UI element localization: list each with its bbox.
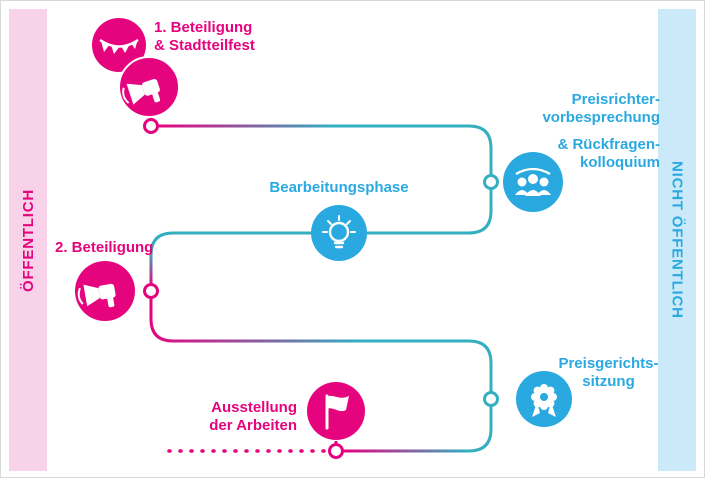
non-public-band: NICHT ÖFFENTLICH <box>658 9 696 471</box>
lightbulb-icon <box>311 205 367 261</box>
non-public-band-label: NICHT ÖFFENTLICH <box>668 161 686 319</box>
garland-icon <box>92 18 146 72</box>
label-jury-briefing-line1: Preisrichter- <box>571 91 660 108</box>
label-participation1-line1: 1. Beteiligung <box>154 19 253 36</box>
label-participation1-line2: & Stadtteilfest <box>154 37 255 54</box>
award-rosette-icon <box>516 371 572 427</box>
label-jury-briefing-line4: kolloquium <box>580 154 660 171</box>
label-jury-session: Preisgerichts- sitzung <box>541 355 676 391</box>
label-jury-session-line1: Preisgerichts- <box>558 355 659 372</box>
connector-step1-to-briefing <box>157 124 493 175</box>
node-jurysession <box>483 391 499 407</box>
milestone-nodes <box>143 118 499 459</box>
public-band: ÖFFENTLICH <box>9 9 47 471</box>
label-participation1: 1. Beteiligung & Stadtteilfest <box>154 19 255 55</box>
node-step2 <box>143 283 159 299</box>
node-briefing <box>483 174 499 190</box>
label-jury-session-line2: sitzung <box>582 373 635 390</box>
megaphone-icon <box>75 261 135 321</box>
label-jury-briefing-line3: & Rückfragen- <box>557 136 660 153</box>
node-exhibition <box>328 443 344 459</box>
label-jury-briefing: Preisrichter- vorbesprechung & Rückfrage… <box>542 91 660 172</box>
flag-icon <box>307 382 365 440</box>
jury-people-icon <box>503 152 563 212</box>
label-participation2: 2. Beteiligung <box>55 239 154 256</box>
label-jury-briefing-line2: vorbesprechung <box>542 109 660 126</box>
label-exhibition-line1: Ausstellung <box>211 399 297 416</box>
label-exhibition-line2: der Arbeiten <box>209 417 297 434</box>
connector-step2-to-jurysession <box>149 298 493 392</box>
label-exhibition: Ausstellung der Arbeiten <box>209 399 297 435</box>
label-work-phase: Bearbeitungsphase <box>269 179 409 196</box>
connector-jurysession-to-exhibition <box>343 406 493 453</box>
node-step1 <box>143 118 159 134</box>
megaphone-icon <box>118 56 180 118</box>
